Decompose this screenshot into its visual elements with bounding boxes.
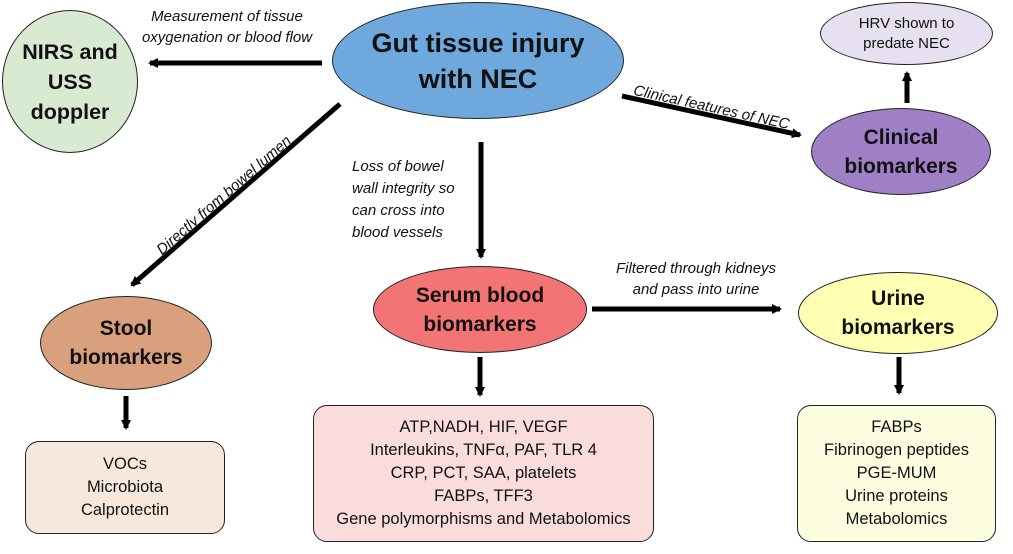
node-urine-line2: biomarkers	[841, 316, 955, 339]
edge-label-to-nirs: Measurement of tissue oxygenation or blo…	[137, 6, 317, 48]
box-urine-item: Urine proteins	[845, 487, 948, 505]
node-serum-line1: Serum blood	[415, 283, 545, 307]
arrow-gut-to-stool	[130, 102, 342, 287]
edge-label-to-nirs-line1: Measurement of tissue	[151, 8, 303, 25]
node-gut-line1: Gut tissue injury	[371, 27, 585, 58]
node-hrv-line2: predate NEC	[863, 34, 950, 52]
box-serum-item: Gene polymorphisms and Metabolomics	[336, 510, 631, 528]
box-urine-item: Fibrinogen peptides	[824, 441, 969, 459]
edge-label-to-serum-line2: wall integrity so	[352, 180, 455, 197]
node-nirs-uss-doppler: NIRS and USS doppler	[2, 10, 138, 153]
node-nirs-line2: USS	[47, 69, 93, 94]
box-stool-biomarkers: VOCs Microbiota Calprotectin	[25, 441, 225, 534]
box-serum-item: ATP,NADH, HIF, VEGF	[399, 418, 568, 436]
box-serum-item: Interleukins, TNFα, PAF, TLR 4	[370, 441, 597, 459]
box-urine-item: PGE-MUM	[856, 464, 937, 482]
box-stool-item: VOCs	[102, 455, 147, 473]
node-clinical-line2: biomarkers	[844, 154, 958, 178]
edge-label-to-serum-line4: blood vessels	[352, 224, 443, 241]
node-gut-tissue-injury: Gut tissue injury with NEC	[332, 2, 624, 119]
node-nirs-line3: doppler	[30, 99, 110, 124]
node-serum-line2: biomarkers	[423, 312, 537, 336]
node-urine-biomarkers: Urine biomarkers	[798, 272, 998, 354]
edge-label-to-urine-line1: Filtered through kidneys	[615, 260, 777, 277]
edge-label-to-nirs-line2: oxygenation or blood flow	[141, 29, 313, 46]
edge-label-to-serum-line3: can cross into	[352, 202, 445, 219]
box-stool-item: Calprotectin	[80, 501, 170, 519]
box-urine-biomarkers: FABPs Fibrinogen peptides PGE-MUM Urine …	[797, 405, 996, 542]
node-clinical-line1: Clinical	[863, 125, 939, 149]
node-serum-biomarkers: Serum blood biomarkers	[373, 266, 587, 353]
node-nirs-line1: NIRS and	[22, 39, 118, 64]
node-stool-biomarkers: Stool biomarkers	[40, 296, 212, 390]
node-clinical-biomarkers: Clinical biomarkers	[811, 108, 991, 195]
node-hrv: HRV shown to predate NEC	[820, 2, 993, 65]
box-serum-item: FABPs, TFF3	[434, 487, 533, 505]
edge-label-to-urine: Filtered through kidneys and pass into u…	[598, 258, 794, 300]
node-gut-line2: with NEC	[418, 63, 538, 94]
edge-label-to-serum-line1: Loss of bowel	[352, 158, 444, 175]
node-stool-line1: Stool	[99, 317, 153, 340]
box-serum-item: CRP, PCT, SAA, platelets	[390, 464, 577, 482]
node-urine-line1: Urine	[871, 287, 925, 310]
node-hrv-line1: HRV shown to	[858, 14, 955, 32]
box-stool-item: Microbiota	[86, 478, 164, 496]
box-urine-item: FABPs	[871, 418, 922, 436]
edge-label-to-serum: Loss of bowel wall integrity so can cros…	[352, 156, 455, 244]
edge-label-to-urine-line2: and pass into urine	[632, 281, 760, 298]
box-urine-item: Metabolomics	[845, 510, 948, 528]
box-serum-biomarkers: ATP,NADH, HIF, VEGF Interleukins, TNFα, …	[313, 405, 654, 542]
node-stool-line2: biomarkers	[69, 346, 183, 369]
arrow-gut-to-clinical	[621, 93, 802, 139]
